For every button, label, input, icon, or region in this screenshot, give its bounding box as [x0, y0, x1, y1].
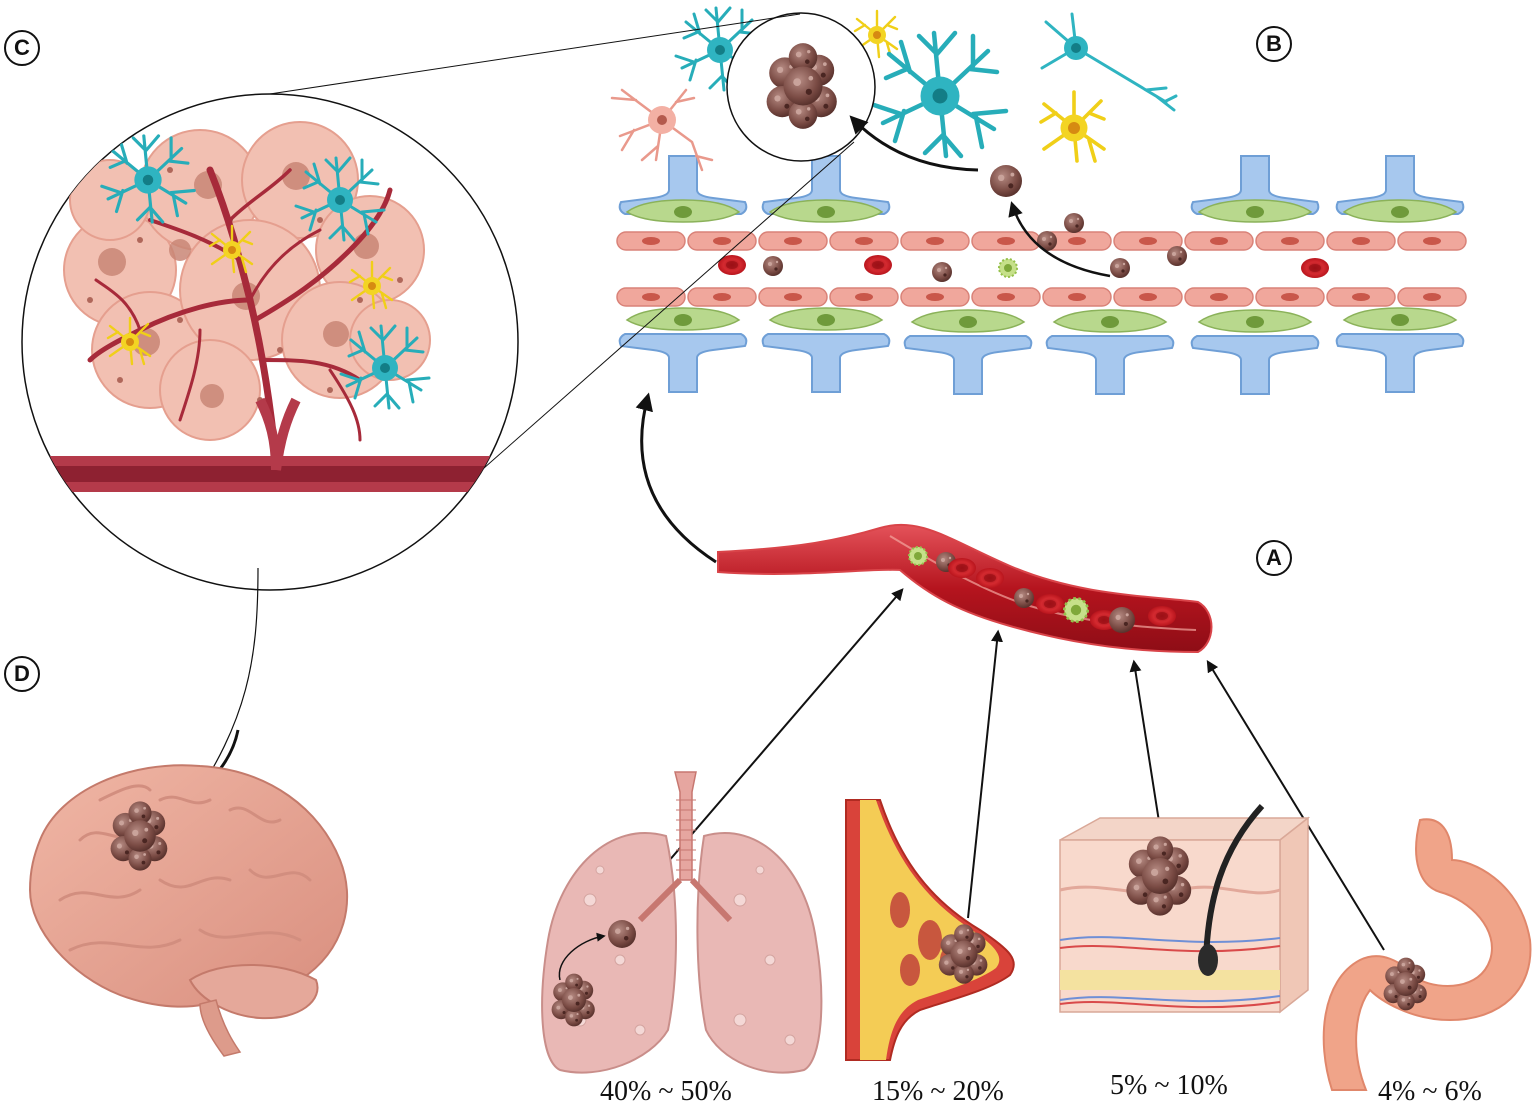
glial-cells [610, 6, 1178, 197]
main-vessel [22, 397, 518, 492]
brain-icon [28, 764, 349, 1057]
panel-a-vessel [635, 392, 1213, 654]
panel-d-brain [28, 567, 349, 1057]
lower-endfeet [618, 307, 1465, 395]
panel-b-bbb [610, 6, 1467, 395]
invasion-arrow [849, 115, 979, 172]
stomach-icon [1322, 818, 1532, 1091]
panel-label-d: D [4, 656, 40, 692]
upper-endfeet [618, 155, 1465, 223]
lung-percentage: 40% ~ 50% [600, 1076, 732, 1107]
circulating-vessel [717, 523, 1213, 654]
neuron-icon [1040, 12, 1178, 112]
lower-endothelial-row [616, 287, 1467, 307]
skin-percentage: 5% ~ 10% [1110, 1070, 1228, 1101]
skin-icon [1059, 803, 1311, 1014]
extravasation-arrow [1008, 201, 1111, 278]
panel-c-zoom [21, 13, 855, 591]
panel-label-c: C [4, 30, 40, 66]
lung-icon [541, 771, 823, 1074]
panel-label-a: A [1256, 540, 1292, 576]
zoom-circle-small [726, 12, 876, 162]
circulation-arrow [635, 392, 717, 564]
neuron-icon [610, 88, 714, 172]
breast-icon [845, 799, 1015, 1061]
stomach-percentage: 4% ~ 6% [1378, 1076, 1482, 1107]
panel-label-b: B [1256, 26, 1292, 62]
breast-percentage: 15% ~ 20% [872, 1076, 1004, 1107]
